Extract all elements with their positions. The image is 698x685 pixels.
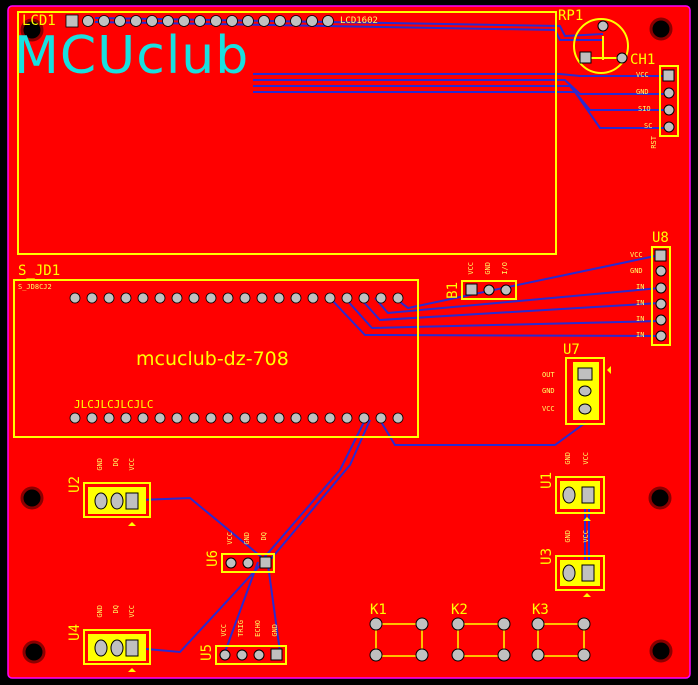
rp1-potentiometer [573, 18, 629, 74]
b1-header [461, 280, 517, 300]
u8-pin-in1: IN [636, 283, 645, 291]
mounting-holes [20, 17, 673, 664]
key-k2 [451, 617, 511, 662]
u6-pin-dq: DQ [260, 532, 268, 541]
u6-pin-gnd: GND [243, 532, 251, 545]
u1-ref: U1 [539, 472, 555, 489]
u2-pin-vcc: VCC [128, 458, 136, 471]
u1-sensor [555, 476, 605, 521]
key-k3 [531, 617, 591, 662]
lcd-module [17, 11, 557, 255]
u3-sensor [555, 555, 605, 597]
s-jd1-bottom-text: JLCJLCJLCJLC [74, 398, 154, 411]
u8-header [651, 246, 671, 346]
u4-pin-vcc: VCC [128, 605, 136, 618]
u8-pin-in2: IN [636, 299, 645, 307]
u3-pin-gnd: GND [564, 530, 572, 543]
b1-pin-vcc: VCC [467, 262, 475, 275]
ch1-header [659, 65, 679, 137]
k3-ref: K3 [532, 602, 549, 618]
key-k1 [369, 617, 429, 662]
board-model-text: mcuclub-dz-708 [136, 348, 289, 370]
b1-ref: B1 [445, 282, 461, 299]
u5-ref: U5 [199, 644, 215, 661]
b1-pin-gnd: GND [484, 262, 492, 275]
s-jd1-module [13, 279, 419, 438]
rp1-ref: RP1 [558, 8, 584, 24]
u1-pin-gnd: GND [564, 452, 572, 465]
ch1-pin-gnd: GND [636, 88, 649, 96]
lcd-header-pads [65, 14, 334, 28]
u7-ref: U7 [563, 342, 580, 358]
lcd-ref: LCD1 [22, 13, 56, 29]
lcd-value: LCD1602 [340, 16, 378, 26]
u7-pin-vcc: VCC [542, 405, 555, 413]
u7-pin-out: OUT [542, 371, 555, 379]
u2-pin-dq: DQ [112, 458, 120, 467]
u5-pin-trig: TRIG [237, 620, 245, 637]
u6-header [221, 553, 275, 573]
u6-pin-vcc: VCC [226, 532, 234, 545]
s-jd1-top-text: S_JD8CJ2 [18, 283, 52, 291]
u2-sensor [83, 482, 151, 526]
u5-pin-gnd: GND [271, 624, 279, 637]
u2-ref: U2 [67, 476, 83, 493]
u8-pin-gnd: GND [630, 267, 643, 275]
ch1-pin-rst: RST [650, 136, 658, 149]
logo-text: MCUclub [14, 26, 250, 86]
board-outline [7, 5, 691, 679]
u7-pin-gnd: GND [542, 387, 555, 395]
s-jd1-ref: S_JD1 [18, 263, 61, 279]
u3-pin-vcc: VCC [582, 530, 590, 543]
k1-ref: K1 [370, 602, 387, 618]
ch1-pin-vcc: VCC [636, 71, 649, 79]
u7-sensor [565, 357, 611, 425]
u8-pin-vcc: VCC [630, 251, 643, 259]
u3-ref: U3 [539, 548, 555, 565]
ch1-pin-sc: SC [644, 122, 653, 130]
ch1-pin-sio: SIO [638, 105, 651, 113]
u8-ref: U8 [652, 230, 669, 246]
u4-pin-gnd: GND [96, 605, 104, 618]
u4-pin-dq: DQ [112, 605, 120, 614]
k2-ref: K2 [451, 602, 468, 618]
u8-pin-in4: IN [636, 331, 645, 339]
u4-sensor [83, 629, 151, 672]
u2-pin-gnd: GND [96, 458, 104, 471]
b1-pin-io: I/O [501, 262, 509, 275]
u5-pin-vcc: VCC [220, 624, 228, 637]
u8-pin-in3: IN [636, 315, 645, 323]
u5-pin-echo: ECHO [254, 620, 262, 637]
ch1-ref: CH1 [630, 52, 656, 68]
u5-header [215, 645, 287, 665]
u1-pin-vcc: VCC [582, 452, 590, 465]
u4-ref: U4 [67, 624, 83, 641]
u6-ref: U6 [205, 550, 221, 567]
